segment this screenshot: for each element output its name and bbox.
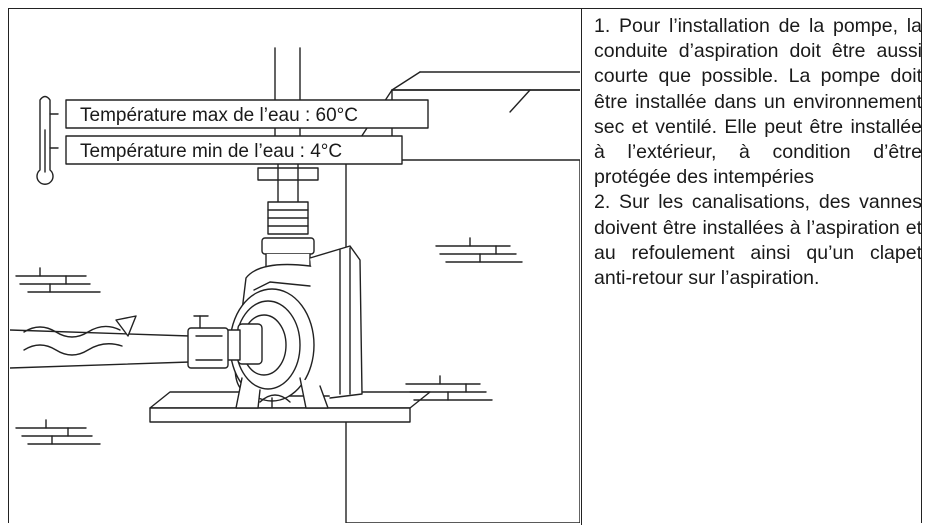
pump-installation-illustration: Température max de l’eau : 60°C Températ… [10, 47, 580, 523]
suction-pipe [10, 315, 229, 369]
pump-body [225, 245, 363, 409]
cabinet-box [345, 71, 580, 523]
temp-max-label: Température max de l’eau : 60°C [80, 105, 358, 126]
installation-instructions: 1. Pour l’installation de la pompe, la c… [594, 14, 922, 291]
brick-wall-marks [15, 237, 523, 445]
instruction-paragraph-1: 1. Pour l’installation de la pompe, la c… [594, 15, 922, 189]
temp-min-label: Température min de l’eau : 4°C [80, 141, 342, 162]
temp-max-box [65, 99, 429, 129]
instruction-paragraph-2: 2. Sur les canalisations, des vannes doi… [594, 191, 922, 290]
column-divider [581, 8, 582, 525]
temp-min-box [65, 135, 403, 165]
thermometer-icon [36, 95, 59, 185]
flow-arrow-icon [23, 315, 137, 356]
page-frame [8, 8, 922, 523]
